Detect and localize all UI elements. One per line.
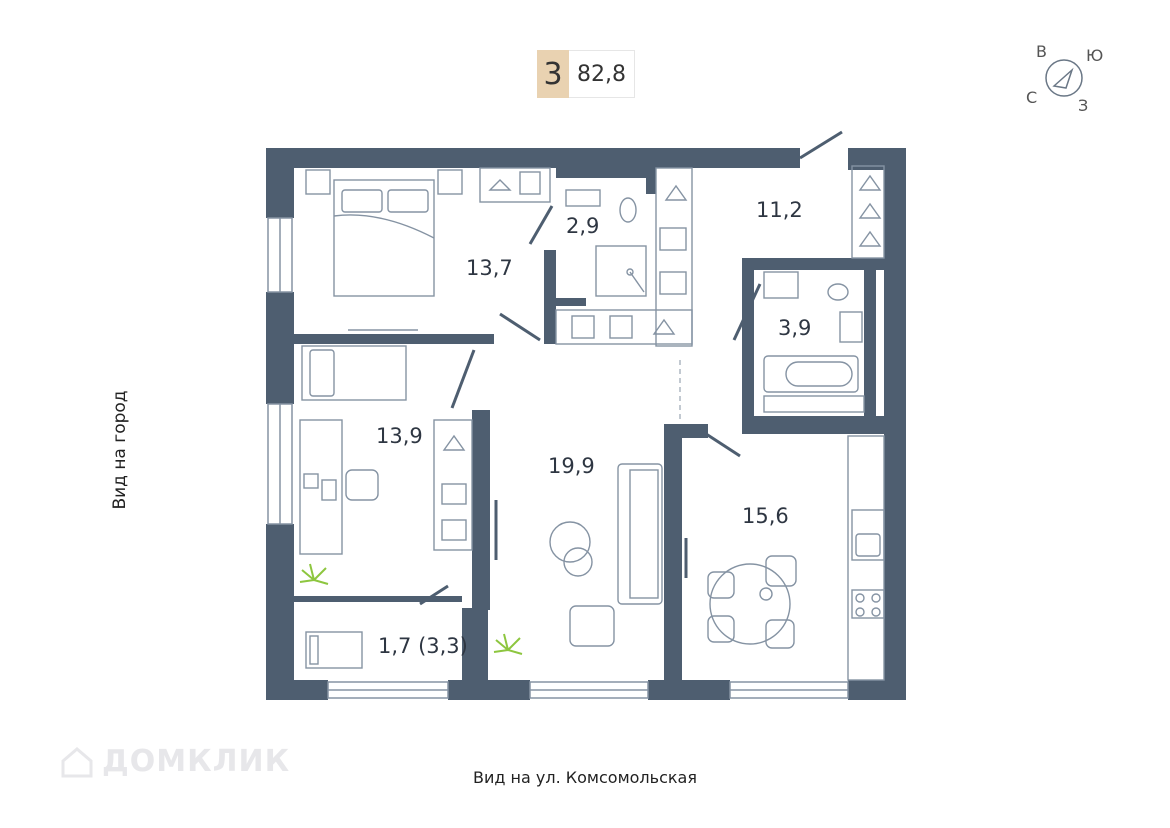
watermark-text: ДОМКЛИК — [102, 744, 291, 779]
view-label-side: Вид на город — [110, 390, 130, 510]
room-area-living: 19,9 — [548, 454, 595, 478]
room-area-bedroom: 13,7 — [466, 256, 513, 280]
room-area-kitchen: 15,6 — [742, 504, 789, 528]
room-area-hall: 11,2 — [756, 198, 803, 222]
compass-south: Ю — [1086, 46, 1104, 65]
room-area-bathroom-small: 2,9 — [566, 214, 600, 238]
compass-west: З — [1078, 96, 1089, 115]
room-area-balcony: 1,7 (3,3) — [378, 634, 468, 658]
compass-icon: В Ю С З — [1024, 42, 1114, 115]
watermark: ДОМКЛИК — [60, 744, 290, 779]
room-count: 3 — [537, 50, 569, 98]
house-icon — [61, 746, 93, 777]
compass-north: С — [1026, 88, 1038, 107]
doors — [356, 130, 843, 606]
apartment-badge: 3 82,8 — [537, 50, 635, 98]
room-area-study: 13,9 — [376, 424, 423, 448]
furniture — [299, 165, 885, 681]
windows — [267, 217, 849, 699]
room-area-bathroom: 3,9 — [778, 316, 812, 340]
compass-east: В — [1036, 42, 1047, 61]
walls — [266, 148, 906, 700]
plant-icon — [299, 563, 523, 655]
view-label-bottom: Вид на ул. Комсомольская — [473, 768, 697, 787]
total-area: 82,8 — [569, 50, 635, 98]
